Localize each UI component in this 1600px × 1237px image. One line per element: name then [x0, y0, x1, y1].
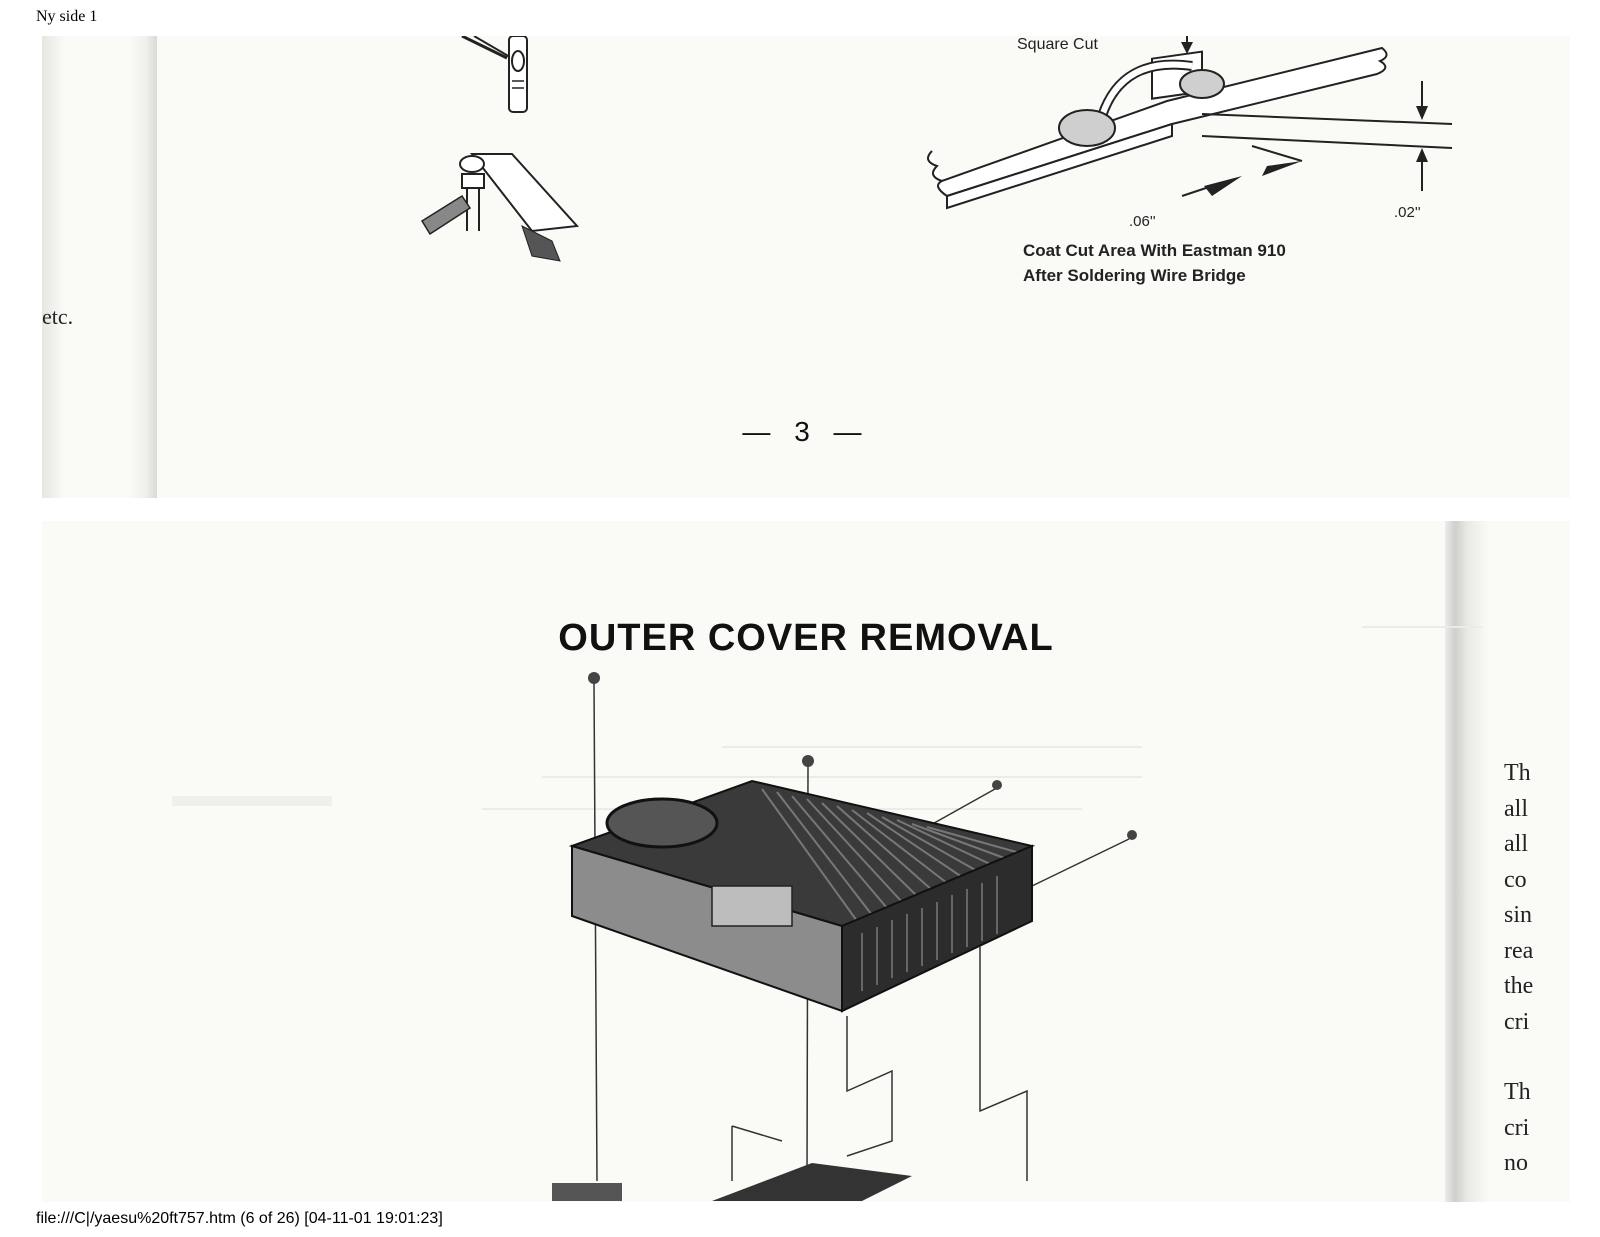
- page-header-title: Ny side 1: [36, 8, 98, 25]
- text-fragment: sin: [1504, 902, 1533, 928]
- cut-off-text-column: Th all all co sin rea the cri Th cri no: [1504, 756, 1570, 1182]
- dimension-left-label: .06'': [1129, 213, 1156, 230]
- page-binding-edge-right: [1445, 521, 1570, 1202]
- text-fragment: all: [1504, 831, 1528, 857]
- scanned-page-bottom: OUTER COVER REMOVAL: [42, 521, 1570, 1202]
- text-fragment: cri: [1504, 1008, 1530, 1035]
- text-fragment: Th: [1504, 1079, 1531, 1105]
- text-fragment: cri: [1504, 1114, 1530, 1141]
- diagram-caption-line2: After Soldering Wire Bridge: [1023, 266, 1246, 285]
- page-footer-status: file:///C|/yaesu%20ft757.htm (6 of 26) […: [36, 1210, 443, 1227]
- transceiver-exploded-view: [552, 672, 1137, 1201]
- solder-illustration: [420, 36, 580, 262]
- page-binding-edge: [42, 36, 157, 498]
- wire-bridge-diagram: [927, 36, 1453, 210]
- section-title: OUTER COVER REMOVAL: [558, 617, 1054, 659]
- text-fragment: no: [1504, 1150, 1528, 1176]
- text-fragment: rea: [1504, 937, 1534, 964]
- text-fragment: all: [1504, 795, 1528, 822]
- page-number: — 3 —: [742, 416, 870, 447]
- text-fragment: Th: [1504, 760, 1531, 786]
- dimension-right-label: .02'': [1394, 204, 1421, 221]
- diagram-caption-line1: Coat Cut Area With Eastman 910: [1023, 241, 1286, 260]
- text-fragment: co: [1504, 866, 1527, 893]
- paragraph-gap: [1504, 1040, 1570, 1075]
- scanned-page-top: etc. Square: [42, 36, 1570, 498]
- text-fragment: the: [1504, 973, 1534, 999]
- margin-text-fragment: etc.: [42, 304, 74, 329]
- square-cut-label: Square Cut: [1017, 36, 1098, 53]
